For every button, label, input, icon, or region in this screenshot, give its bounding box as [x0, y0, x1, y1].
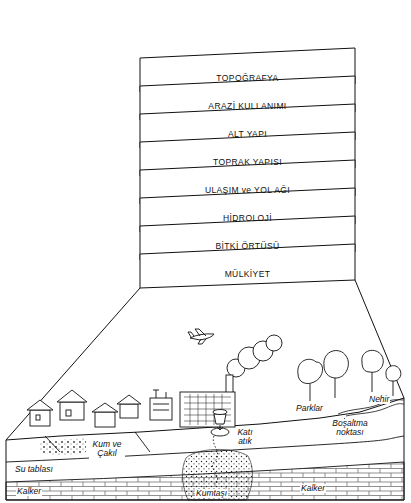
layer-title: ULAŞIM ve YOL AĞI [205, 186, 290, 195]
terrain-label: Boşaltma noktası [326, 419, 374, 438]
house-symbol [95, 412, 115, 427]
airplane-symbol [188, 329, 206, 344]
terrain-label: Kalker [16, 487, 42, 496]
factory-symbol [226, 375, 233, 393]
airplane-symbol [188, 329, 214, 344]
layer-title: ARAZİ KULLANIMI [208, 102, 286, 111]
house-symbol [60, 402, 84, 420]
building-symbol [153, 404, 169, 410]
building-symbol [153, 390, 166, 398]
terrain-label: Kum ve Çakıl [89, 440, 125, 459]
layer-title: HİDROLOJİ [223, 214, 272, 223]
terrain-label: Su tablası [14, 465, 54, 474]
terrain-label: Kumtaşı [195, 489, 228, 498]
landfill-symbol [212, 436, 217, 484]
terrain-label: Parklar [295, 404, 324, 413]
house-symbol [30, 410, 50, 426]
park-tree [298, 350, 401, 401]
pyramid-line [355, 280, 404, 398]
terrain-label: Kalker [300, 484, 326, 493]
park-tree [324, 351, 349, 378]
river-symbol [346, 404, 404, 416]
factory-symbol [180, 392, 235, 427]
landfill-symbol [211, 428, 229, 436]
landfill-symbol [211, 410, 229, 485]
terrain-label: Katı atık [232, 428, 258, 447]
house-symbol [66, 410, 71, 416]
factory-symbol [266, 335, 282, 351]
factory-symbol [180, 335, 282, 427]
park-tree [298, 359, 323, 383]
landfill-symbol [217, 425, 223, 430]
layer-title: MÜLKİYET [225, 270, 271, 279]
house-symbol [117, 395, 141, 404]
sheet-outline [140, 244, 355, 288]
house-symbol [57, 390, 87, 402]
house-symbol [27, 400, 53, 410]
landfill-symbol [214, 414, 226, 424]
layer-title: TOPOĞRAFYA [216, 74, 278, 83]
building-symbol [150, 398, 172, 420]
house-symbol [36, 415, 40, 420]
house-symbol [92, 403, 118, 412]
park-tree [362, 350, 383, 372]
park-tree [386, 366, 401, 381]
layer-title: TOPRAK YAPISI [213, 158, 282, 167]
layer-title: ALT YAPI [228, 130, 267, 139]
pyramid-line [6, 288, 140, 440]
ground-block [40, 438, 86, 455]
terrain-label: Nehir [368, 395, 390, 404]
house-symbol [120, 404, 138, 418]
building-symbol [150, 390, 172, 420]
factory-symbol [184, 394, 231, 425]
landfill-symbol [213, 410, 227, 415]
layer-title: BİTKİ ÖRTÜSÜ [215, 242, 279, 251]
